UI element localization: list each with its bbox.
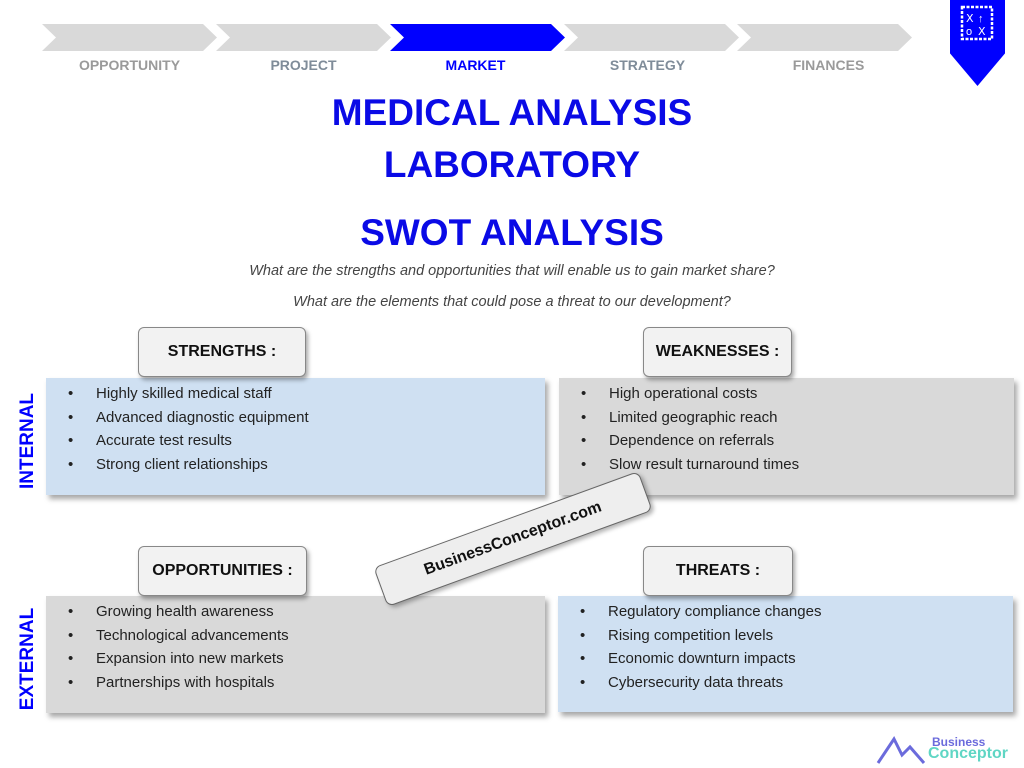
- list-item: Accurate test results: [68, 429, 545, 453]
- list-item: Growing health awareness: [68, 600, 545, 624]
- step-label-finances[interactable]: FINANCES: [792, 57, 865, 73]
- external-label: EXTERNAL: [17, 607, 38, 711]
- svg-text:o: o: [966, 26, 972, 38]
- step-label-project[interactable]: PROJECT: [270, 57, 337, 73]
- step-chevron-project[interactable]: [216, 24, 391, 51]
- opportunities-box: Growing health awarenessTechnological ad…: [46, 596, 545, 713]
- strengths-header: STRENGTHS :: [138, 327, 306, 377]
- business-conceptor-logo: Business Conceptor: [876, 733, 1016, 765]
- list-item: Regulatory compliance changes: [580, 600, 1013, 624]
- mountain-icon: [876, 736, 926, 764]
- step-label-market[interactable]: MARKET: [445, 57, 506, 73]
- step-chevron-opportunity[interactable]: [42, 24, 217, 51]
- logo-text-business: Business: [932, 735, 986, 749]
- list-item: Economic downturn impacts: [580, 647, 1013, 671]
- page-subtitle-swot: SWOT ANALYSIS: [360, 212, 664, 253]
- opportunities-header: OPPORTUNITIES :: [138, 546, 307, 596]
- list-item: Highly skilled medical staff: [68, 382, 545, 406]
- list-item: Slow result turnaround times: [581, 453, 1014, 477]
- page-title-line1: MEDICAL ANALYSIS: [331, 92, 693, 133]
- step-chevron-strategy[interactable]: [564, 24, 739, 51]
- step-label-opportunity[interactable]: OPPORTUNITY: [78, 57, 181, 73]
- list-item: Strong client relationships: [68, 453, 545, 477]
- weaknesses-header: WEAKNESSES :: [643, 327, 792, 377]
- svg-text:X: X: [966, 12, 974, 25]
- internal-label: INTERNAL: [17, 392, 38, 490]
- list-item: Advanced diagnostic equipment: [68, 406, 545, 430]
- list-item: Dependence on referrals: [581, 429, 1014, 453]
- threats-box: Regulatory compliance changesRising comp…: [558, 596, 1013, 712]
- logo-text-conceptor: Conceptor: [928, 745, 1008, 762]
- question-2: What are the elements that could pose a …: [293, 294, 731, 310]
- list-item: Partnerships with hospitals: [68, 671, 545, 695]
- list-item: Technological advancements: [68, 624, 545, 648]
- step-chevron-market[interactable]: [390, 24, 565, 51]
- svg-text:X: X: [978, 25, 986, 38]
- list-item: High operational costs: [581, 382, 1014, 406]
- threats-header: THREATS :: [643, 546, 793, 596]
- strengths-box: Highly skilled medical staffAdvanced dia…: [46, 378, 545, 495]
- list-item: Limited geographic reach: [581, 406, 1014, 430]
- list-item: Expansion into new markets: [68, 647, 545, 671]
- svg-text:↑: ↑: [978, 13, 984, 25]
- list-item: Rising competition levels: [580, 624, 1013, 648]
- question-1: What are the strengths and opportunities…: [249, 263, 775, 279]
- step-label-strategy[interactable]: STRATEGY: [609, 57, 686, 73]
- list-item: Cybersecurity data threats: [580, 671, 1013, 695]
- page-title-line2: LABORATORY: [383, 144, 641, 185]
- step-chevron-finances[interactable]: [737, 24, 912, 51]
- weaknesses-box: High operational costsLimited geographic…: [559, 378, 1014, 495]
